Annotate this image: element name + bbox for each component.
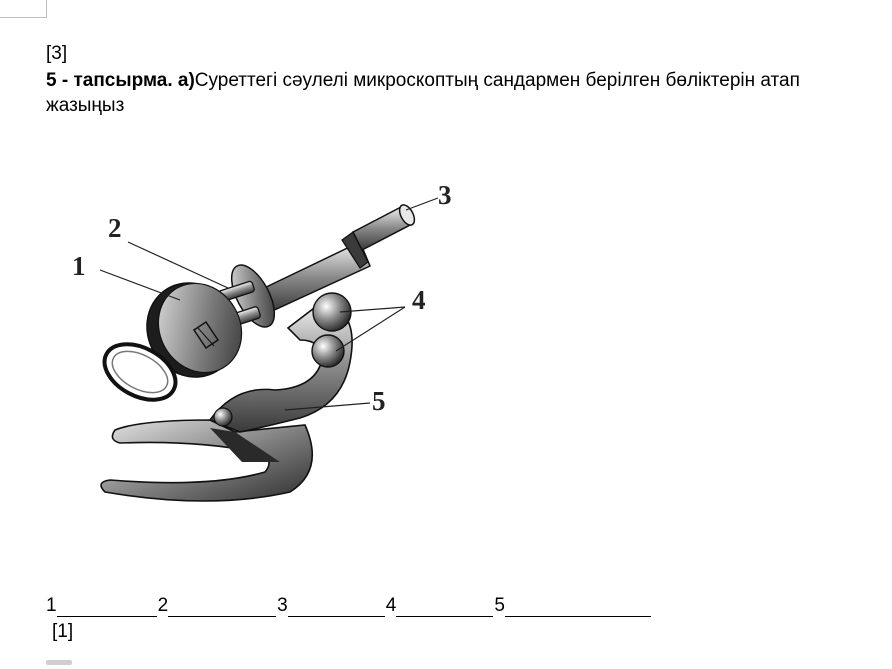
fine-focus-knob: [311, 334, 345, 368]
answer-blanks: 1 2 3 4 5: [46, 595, 652, 617]
mirror: [102, 342, 178, 402]
answer-blank-1[interactable]: [56, 598, 157, 617]
answer-blank-5[interactable]: [504, 598, 651, 617]
answer-blank-3[interactable]: [287, 598, 385, 617]
next-line-fragment: [46, 660, 72, 665]
answer-number-5: 5: [494, 595, 505, 616]
score-marker-top: [3]: [46, 43, 68, 64]
answer-blank-2[interactable]: [168, 598, 277, 617]
score-marker-bottom: [1]: [52, 621, 74, 642]
answer-blank-4[interactable]: [396, 598, 494, 617]
figure-label-1: 1: [72, 251, 86, 281]
answer-number-3: 3: [277, 595, 288, 616]
figure-label-2: 2: [108, 213, 122, 243]
answer-number-2: 2: [157, 595, 169, 616]
figure-label-3: 3: [438, 180, 452, 210]
microscope-base: [100, 419, 313, 502]
figure-label-4: 4: [412, 285, 426, 315]
page-corner-mark: [0, 0, 47, 18]
task-statement: 5 - тапсырма. а)Суреттегі сәулелі микрос…: [46, 68, 881, 118]
figure-label-5: 5: [372, 386, 386, 416]
microscope-illustration: 1 2 3 4 5: [60, 170, 480, 510]
coarse-focus-knob: [312, 292, 352, 332]
answer-number-4: 4: [385, 595, 397, 616]
answer-number-1: 1: [46, 595, 57, 616]
task-number: 5 - тапсырма. а): [46, 70, 195, 91]
base-knob: [213, 407, 233, 427]
task-instruction: Суреттегі сәулелі микроскоптың сандармен…: [46, 70, 800, 116]
revolving-nosepiece: [230, 264, 276, 328]
